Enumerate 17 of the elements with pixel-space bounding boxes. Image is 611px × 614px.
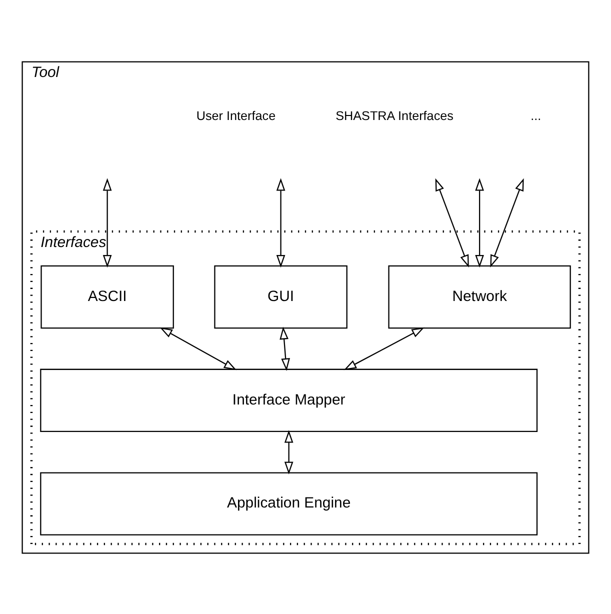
label: ... — [530, 108, 542, 123]
arrow — [435, 178, 469, 267]
node-box: ASCII — [40, 264, 174, 328]
label: User Interface — [196, 108, 276, 123]
node-box: GUI — [214, 264, 348, 328]
arrow — [280, 326, 290, 371]
arrow — [276, 178, 286, 268]
arrow — [475, 178, 484, 268]
arrow — [490, 178, 524, 267]
label: SHASTRA Interfaces — [336, 108, 454, 123]
arrow — [284, 430, 294, 474]
arrow — [160, 326, 237, 370]
node-box: Interface Mapper — [40, 368, 538, 432]
arrow — [344, 326, 424, 370]
node-box: Network — [388, 264, 571, 328]
arrow — [102, 178, 112, 268]
node-box: Application Engine — [40, 472, 538, 535]
